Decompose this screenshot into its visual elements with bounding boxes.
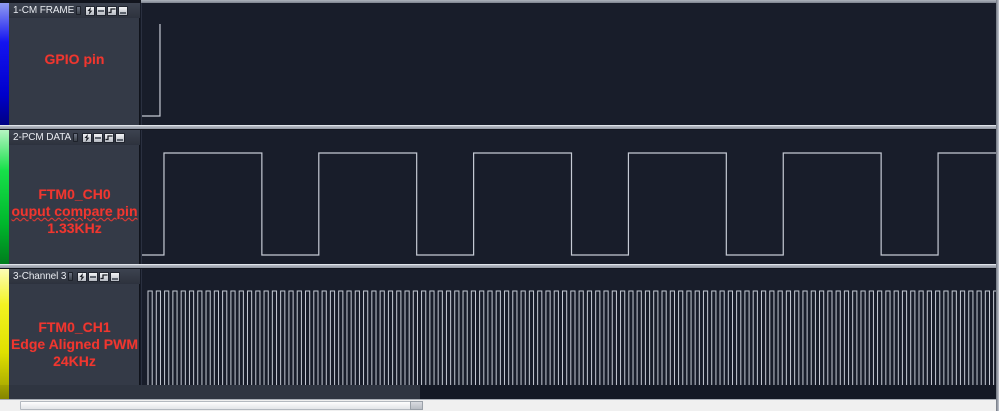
channel-panel-2[interactable]: 2-PCM DATA <box>0 130 999 264</box>
scrollbar-grip[interactable] <box>410 401 423 410</box>
channel-plot-2[interactable] <box>141 130 999 264</box>
channel-info-pane-2: 2-PCM DATA <box>9 130 140 264</box>
plot-top-rail <box>141 0 999 3</box>
channel-panel-3[interactable]: 3-Channel 3 <box>0 269 999 397</box>
annotation-line: ouput compare pin <box>11 203 138 219</box>
minimize-icon[interactable] <box>93 132 104 143</box>
channel-panel-1[interactable]: 1-CM FRAME <box>0 3 999 125</box>
minimize-icon[interactable] <box>88 271 99 282</box>
channel-separator-1-2[interactable] <box>0 125 999 129</box>
minimize-icon[interactable] <box>96 5 107 16</box>
bottom-color-chip <box>0 385 9 399</box>
waveform-trace-2 <box>142 130 999 264</box>
channel-icon-group-3[interactable] <box>77 271 121 282</box>
annotation-line: Edge Aligned PWM <box>10 336 139 352</box>
channel-color-bar-3 <box>0 269 9 397</box>
annotation-line: FTM0_CH1 <box>38 319 111 335</box>
bottom-dark-area <box>420 385 999 399</box>
channel-header-1[interactable]: 1-CM FRAME <box>9 3 140 18</box>
channel-annotation-2: FTM0_CH0 ouput compare pin 1.33KHz <box>9 186 140 237</box>
waveform-edit-icon[interactable] <box>77 271 88 282</box>
channel-title-2: 2-PCM DATA <box>13 132 72 143</box>
trigger-icon[interactable] <box>99 271 110 282</box>
right-border <box>996 0 999 411</box>
channel-icon-group-1[interactable] <box>85 5 129 16</box>
waveform-edit-icon[interactable] <box>85 5 96 16</box>
trigger-icon[interactable] <box>104 132 115 143</box>
horizontal-scrollbar[interactable] <box>0 399 999 411</box>
channel-annotation-1: GPIO pin <box>9 51 140 68</box>
channel-title-1: 1-CM FRAME <box>13 5 75 16</box>
collapse-icon[interactable] <box>118 5 129 16</box>
channel-drag-handle-3[interactable] <box>68 272 74 281</box>
channel-plot-3[interactable] <box>141 269 999 397</box>
waveform-trace-1 <box>142 3 999 125</box>
channel-annotation-3: FTM0_CH1 Edge Aligned PWM 24KHz <box>9 319 140 370</box>
channel-drag-handle-1[interactable] <box>76 6 82 15</box>
annotation-line: GPIO pin <box>44 51 105 67</box>
channel-info-pane-1: 1-CM FRAME <box>9 3 140 125</box>
channel-separator-2-3[interactable] <box>0 264 999 268</box>
channel-drag-handle-2[interactable] <box>73 133 79 142</box>
channel-icon-group-2[interactable] <box>82 132 126 143</box>
channel-header-2[interactable]: 2-PCM DATA <box>9 130 140 145</box>
channel-title-3: 3-Channel 3 <box>13 271 67 282</box>
channel-color-bar-1 <box>0 3 9 125</box>
channel-info-pane-3: 3-Channel 3 <box>9 269 140 397</box>
annotation-line: FTM0_CH0 <box>38 186 111 202</box>
annotation-line: 24KHz <box>53 353 96 369</box>
scrollbar-thumb[interactable] <box>20 401 420 410</box>
trigger-icon[interactable] <box>107 5 118 16</box>
collapse-icon[interactable] <box>115 132 126 143</box>
collapse-icon[interactable] <box>110 271 121 282</box>
waveform-edit-icon[interactable] <box>82 132 93 143</box>
channel-plot-1[interactable] <box>141 3 999 125</box>
channel-color-bar-2 <box>0 130 9 264</box>
channel-header-3[interactable]: 3-Channel 3 <box>9 269 140 284</box>
bottom-filler-strip <box>0 385 999 399</box>
annotation-line: 1.33KHz <box>47 220 102 236</box>
waveform-trace-3 <box>142 269 999 397</box>
